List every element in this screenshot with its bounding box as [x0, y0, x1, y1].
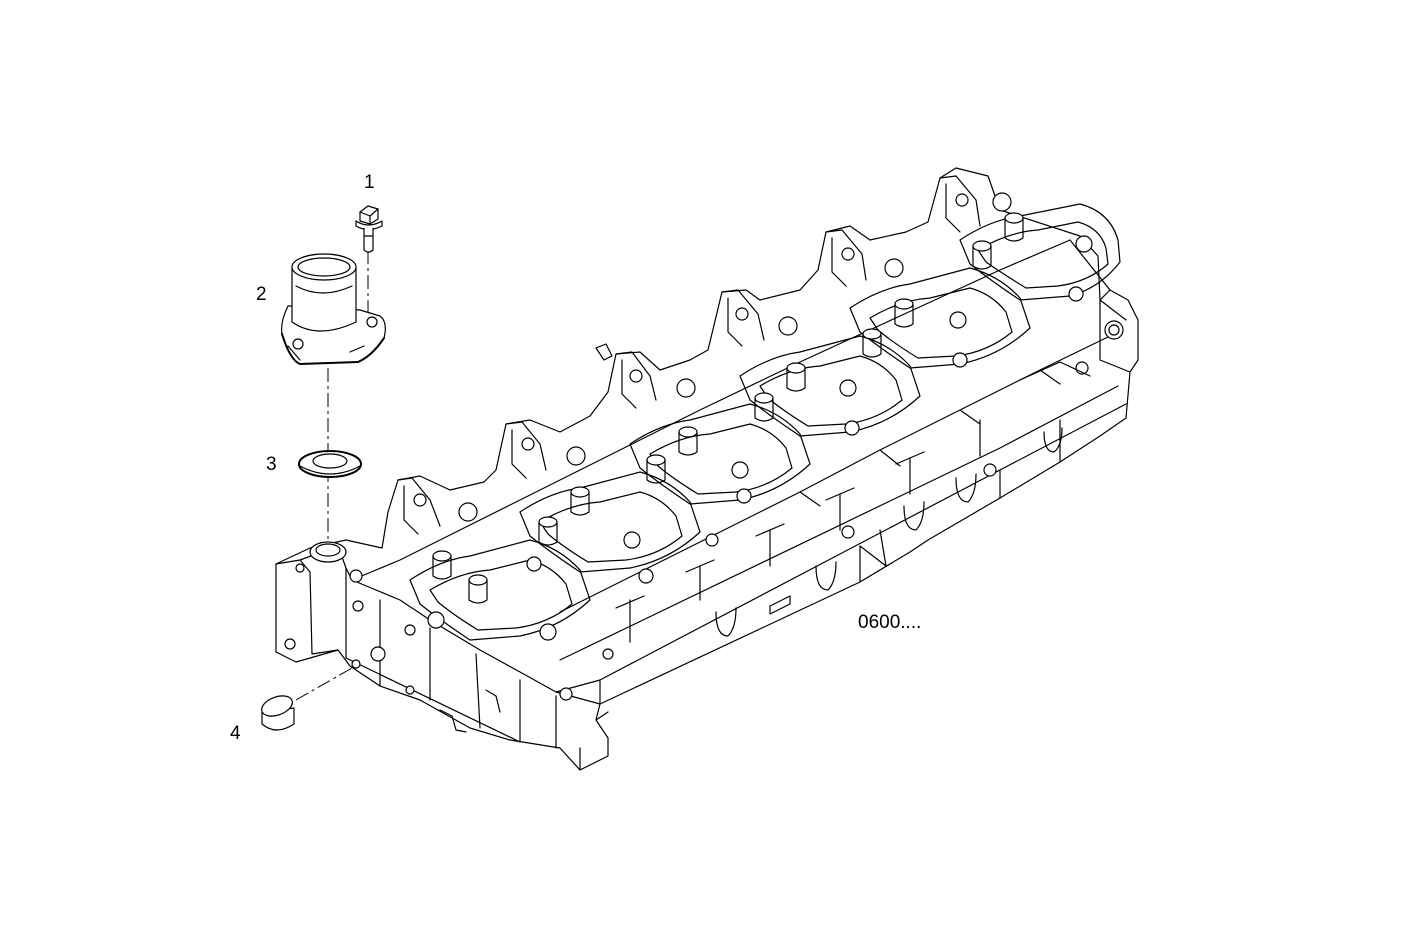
bolt-part[interactable]	[355, 205, 383, 253]
plug-axis-line	[295, 667, 353, 701]
callout-3-label[interactable]: 3	[266, 454, 277, 475]
valve-bosses	[432, 212, 1024, 604]
reference-code-label: 0600....	[858, 612, 921, 633]
outlet-housing-part[interactable]	[281, 253, 386, 365]
deck-bolt-holes	[427, 192, 1124, 701]
callout-1-label[interactable]: 1	[364, 172, 375, 193]
cylinder-head-part	[275, 167, 1139, 771]
seal-ring-part[interactable]	[298, 450, 362, 478]
callout-4-label[interactable]: 4	[230, 723, 241, 744]
plug-part[interactable]	[259, 692, 295, 731]
callout-2-label[interactable]: 2	[256, 284, 267, 305]
